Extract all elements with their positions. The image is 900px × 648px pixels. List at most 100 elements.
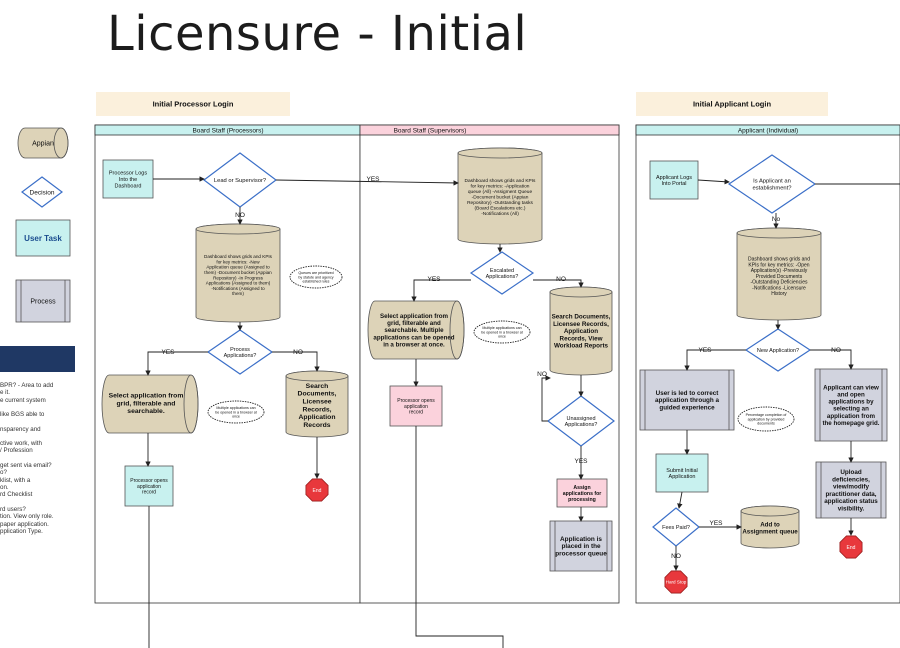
edge-label-no-5: No	[772, 216, 781, 223]
node-is-establishment	[727, 154, 817, 214]
edge-unassigned-no	[541, 375, 551, 422]
processor-login-header	[96, 92, 290, 116]
node-search-docs-supervisor-top	[549, 286, 613, 298]
legend-process-label: Process	[30, 298, 56, 305]
edge-label-yes-4: YES	[574, 458, 588, 465]
lane-applicant-header	[635, 124, 900, 136]
legend-user-task	[15, 219, 71, 257]
node-search-docs-processor-top	[285, 370, 349, 382]
applicant-login-title: Initial Applicant Login	[693, 100, 771, 109]
node-submit-initial	[655, 453, 709, 493]
lane-processors-title: Board Staff (Processors)	[192, 127, 263, 134]
label-fees-paid: Fees Paid?	[662, 525, 690, 531]
edge-label-yes-1: YES	[366, 176, 380, 183]
note-multi-apps-1	[207, 400, 265, 424]
edge-label-yes-2: YES	[161, 349, 175, 356]
node-add-assignment-queue-top	[740, 505, 800, 517]
node-select-app-supervisor-end	[449, 300, 465, 360]
legend-header-bar	[0, 346, 75, 372]
label-hard-stop: Hard Stop	[666, 580, 687, 585]
node-applicant-logs	[649, 160, 699, 200]
node-supervisor-dashboard-top	[457, 147, 543, 159]
node-select-app-processor-end	[183, 374, 199, 434]
node-hard-stop	[664, 570, 688, 594]
edge-label-no-7: NO	[671, 553, 681, 560]
left-note: nsparency and	[0, 425, 41, 433]
edge-label-yes-6: YES	[709, 520, 723, 527]
left-note: BPR? - Area to add e it. e current syste…	[0, 382, 54, 404]
node-applicant-dashboard-top	[736, 227, 822, 239]
label-search-docs-supervisor: Search Documents,Licensee Records,Applic…	[552, 314, 611, 350]
edge-escalated-no	[533, 279, 584, 288]
node-applicant-view-open	[814, 368, 888, 442]
label-end-processor: End	[313, 488, 322, 494]
edge-lead-yes-supervisor	[275, 179, 459, 186]
label-end-applicant: End	[847, 545, 856, 551]
left-note: like BGS able to	[0, 411, 45, 419]
legend-decision-label: Decision	[30, 189, 55, 196]
node-end-processor	[305, 478, 329, 502]
note-queues	[289, 265, 343, 289]
edge-new-no	[810, 349, 854, 370]
node-process-applications	[206, 329, 274, 375]
lane-applicant-title: Applicant (Individual)	[738, 127, 798, 134]
edge-label-yes-3: YES	[427, 276, 441, 283]
edge-applicant-logs-to-est	[697, 179, 730, 185]
legend-appian-label: Appian	[32, 140, 54, 147]
legend-decision	[21, 176, 63, 208]
edge-label-no-4: NO	[537, 371, 547, 378]
edge-new-yes	[684, 349, 746, 371]
legend-appian-end	[53, 127, 69, 159]
edge-open-2-down	[415, 426, 504, 648]
edge-label-no-2: NO	[293, 349, 303, 356]
note-multi-apps-2	[473, 320, 531, 344]
legend-process	[15, 279, 71, 323]
note-percentage	[737, 406, 795, 432]
node-placed-in-queue	[549, 520, 613, 572]
left-notes-panel: BPR? - Area to add e it. e current syste…	[0, 382, 92, 543]
node-end-applicant	[839, 535, 863, 559]
left-note: ctive work, with / Profession	[0, 440, 42, 455]
processor-login-title: Initial Processor Login	[153, 100, 234, 109]
lane-supervisors-title: Board Staff (Supervisors)	[394, 127, 467, 134]
node-processor-opens-record-2	[389, 385, 443, 427]
edge-process-no	[272, 351, 320, 372]
left-note: get sent via email? o? klist, with a on.…	[0, 461, 52, 499]
edge-label-no-1: NO	[235, 212, 245, 219]
label-lead-or-supervisor: Lead or Supervisor?	[214, 178, 267, 184]
edge-submit-to-fees	[677, 491, 683, 509]
edge-label-yes-5: YES	[698, 347, 712, 354]
lane-supervisors-header	[359, 124, 620, 136]
node-assign-applications	[556, 478, 608, 508]
node-processor-dashboard-top	[195, 223, 281, 235]
edge-label-no-6: NO	[831, 347, 841, 354]
left-note: rd users? tion. View only role. paper ap…	[0, 505, 54, 536]
edge-process-yes	[145, 351, 208, 376]
legend-user-task-label: User Task	[24, 234, 62, 243]
edge-label-no-3: NO	[556, 276, 566, 283]
